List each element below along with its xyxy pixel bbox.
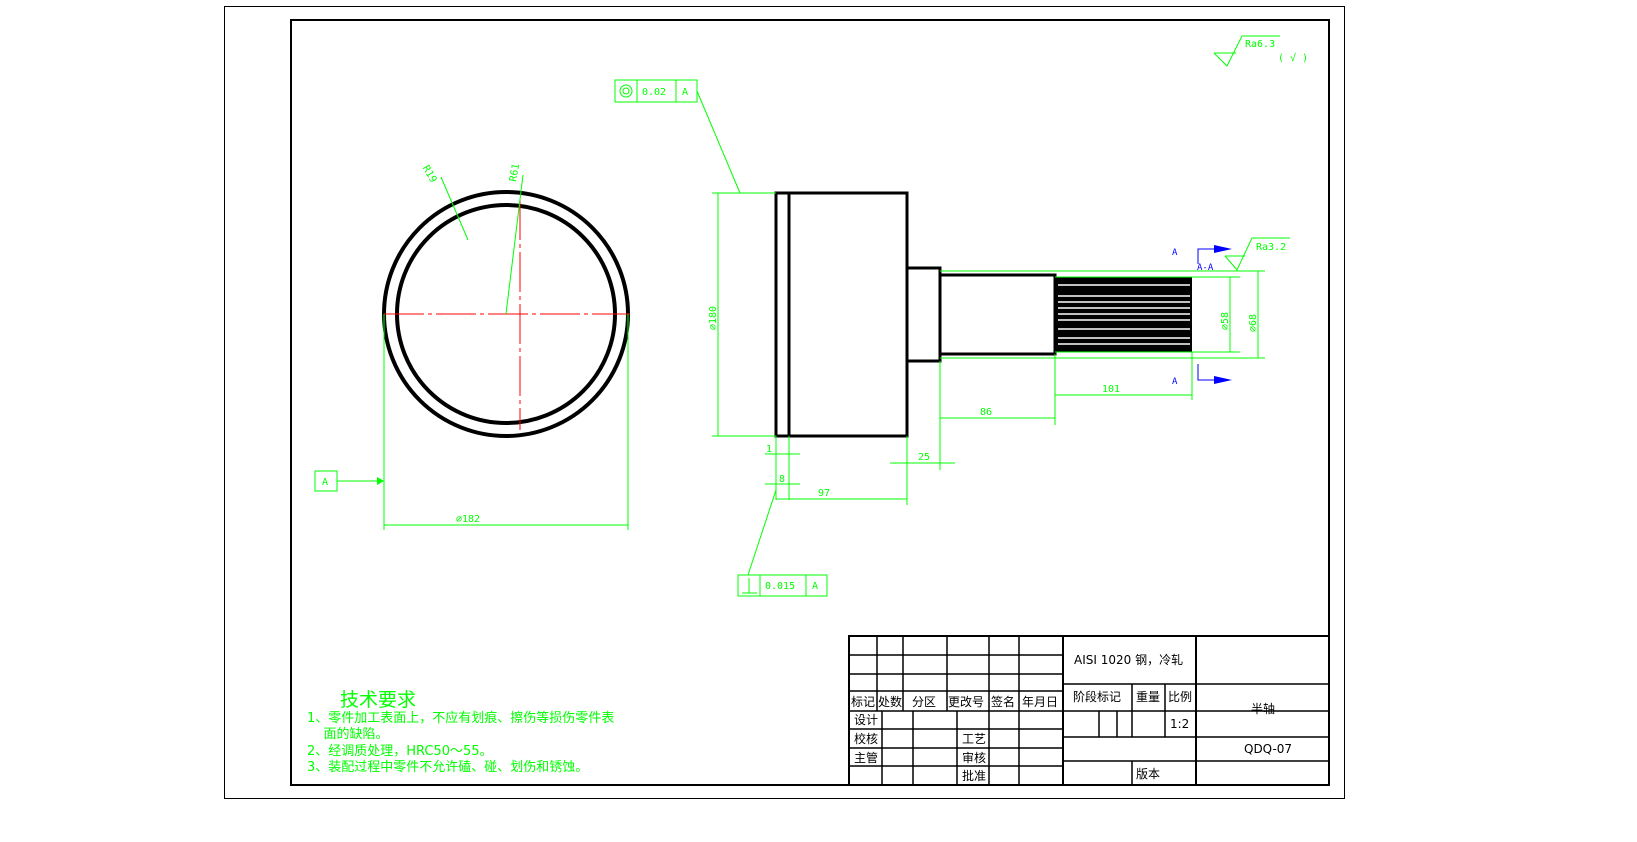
version-label: 版本 (1136, 767, 1160, 781)
drawing-number: QDQ-07 (1244, 742, 1292, 756)
role-approve: 批准 (962, 768, 986, 783)
note-line: 2、经调质处理，HRC50～55。 (307, 744, 493, 759)
dim-dia-182: ⌀182 (456, 514, 480, 525)
title-block-text: 标记 处数 分区 更改号 签名 年月日 设计 校核 主管 工艺 审核 批准 AI… (851, 653, 1292, 783)
dim-8: 8 (779, 474, 785, 485)
perpendicularity-frame: 0.015 A (737, 489, 828, 597)
title-block (848, 635, 1330, 786)
perpendicularity-value: 0.015 (765, 581, 795, 592)
section-mark-top: A (1172, 248, 1178, 258)
side-view: 0.02 A ⌀180 1 8 97 25 86 101 ⌀58 (614, 79, 1290, 597)
role-process: 工艺 (962, 732, 986, 746)
scale-value: 1:2 (1170, 717, 1189, 731)
roughness-symbol-general: Ra6.3 ( √ ) (1213, 35, 1308, 67)
section-marks: A A-A A (1172, 245, 1232, 387)
roughness-general-suffix: ( √ ) (1278, 52, 1308, 64)
note-line: 3、装配过程中零件不允许磕、碰、划伤和锈蚀。 (307, 759, 588, 775)
technical-requirements: 技术要求 1、零件加工表面上，不应有划痕、擦伤等损伤零件表 面的缺陷。 2、经调… (307, 689, 614, 775)
drawing-frame (290, 19, 1330, 786)
dim-86: 86 (980, 407, 992, 418)
perpendicularity-datum: A (812, 581, 818, 592)
roughness-general-label: Ra6.3 (1245, 39, 1275, 50)
note-line: 1、零件加工表面上，不应有划痕、擦伤等损伤零件表 (307, 710, 614, 726)
concentricity-datum: A (682, 87, 688, 98)
stage-mark-label: 阶段标记 (1073, 689, 1121, 704)
section-label: A-A (1197, 263, 1214, 273)
datum-a-label: A (322, 477, 328, 488)
dim-r61: R61 (508, 163, 522, 183)
concentricity-icon (619, 84, 633, 98)
dim-dia-68: ⌀68 (1248, 314, 1259, 332)
weight-label: 重量 (1136, 690, 1160, 704)
sheet-border (224, 6, 1345, 799)
header-date: 年月日 (1022, 695, 1058, 709)
roughness-spline-label: Ra3.2 (1256, 242, 1286, 253)
notes-title: 技术要求 (340, 689, 416, 711)
dim-r19: R19 (420, 164, 439, 185)
header-signature: 签名 (991, 694, 1015, 709)
scale-label: 比例 (1168, 690, 1192, 704)
note-line: 面的缺陷。 (307, 726, 389, 742)
role-review: 审核 (962, 750, 986, 765)
material: AISI 1020 钢，冷轧 (1074, 653, 1183, 667)
header-change-no: 更改号 (948, 695, 984, 709)
part-name: 半轴 (1251, 701, 1275, 716)
front-view: R19 R61 ⌀182 A (314, 163, 630, 530)
dim-97: 97 (818, 488, 830, 499)
dim-dia-180: ⌀180 (708, 306, 719, 330)
leader-r61 (505, 174, 524, 315)
dim-101: 101 (1102, 384, 1120, 395)
header-mark: 标记 (851, 695, 875, 709)
leader-r19 (440, 176, 469, 241)
concentricity-value: 0.02 (642, 87, 666, 98)
role-design: 设计 (854, 713, 878, 727)
header-zone: 分区 (912, 695, 936, 709)
section-mark-bottom: A (1172, 377, 1178, 387)
dim-25: 25 (918, 452, 930, 463)
role-check: 校核 (854, 731, 878, 746)
role-supervisor: 主管 (854, 750, 878, 765)
header-count: 处数 (878, 694, 902, 709)
dim-dia-58: ⌀58 (1220, 312, 1231, 330)
dim-1: 1 (766, 444, 772, 455)
perpendicularity-icon (742, 578, 757, 594)
concentricity-frame: 0.02 A (614, 79, 741, 194)
